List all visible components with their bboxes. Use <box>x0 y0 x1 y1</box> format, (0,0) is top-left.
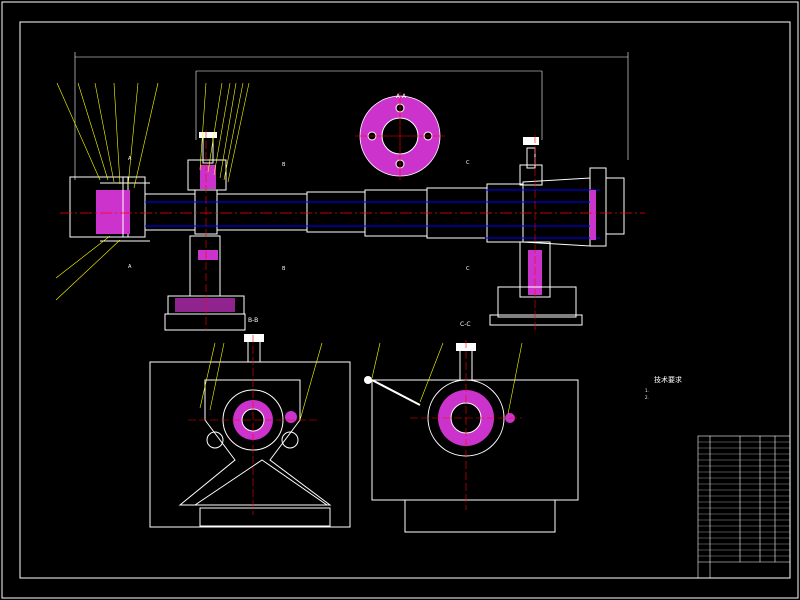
technical-notes: 技术要求 1. 2. <box>645 375 682 400</box>
notes-line-2: 2. <box>645 395 649 400</box>
section-view-c: C-C <box>364 321 579 533</box>
mark-c-top: C <box>466 160 470 166</box>
mark-c-bottom: C <box>466 266 470 272</box>
section-markers: B B C C A A <box>128 156 470 272</box>
section-c-label: C-C <box>460 321 471 328</box>
section-view-a: A-A <box>355 92 445 180</box>
section-b-label: B-B <box>248 317 258 324</box>
notes-title: 技术要求 <box>654 375 682 384</box>
section-view-b: B-B <box>149 317 351 528</box>
mark-b-top: B <box>282 162 286 168</box>
mark-a-top: A <box>128 156 132 162</box>
right-support <box>489 135 583 330</box>
overall-dimensions <box>74 52 629 180</box>
mark-b-bottom: B <box>282 266 286 272</box>
parts-list-rows <box>698 441 790 557</box>
section-a-label: A-A <box>396 93 407 100</box>
left-support <box>164 130 246 331</box>
title-block <box>697 435 791 579</box>
mark-a-bottom: A <box>128 264 132 270</box>
part-leaders-left <box>55 82 250 301</box>
notes-line-1: 1. <box>645 388 649 393</box>
part-leaders-bottom <box>199 342 523 421</box>
main-shaft-assembly <box>60 167 645 247</box>
inner-frame <box>19 21 791 579</box>
